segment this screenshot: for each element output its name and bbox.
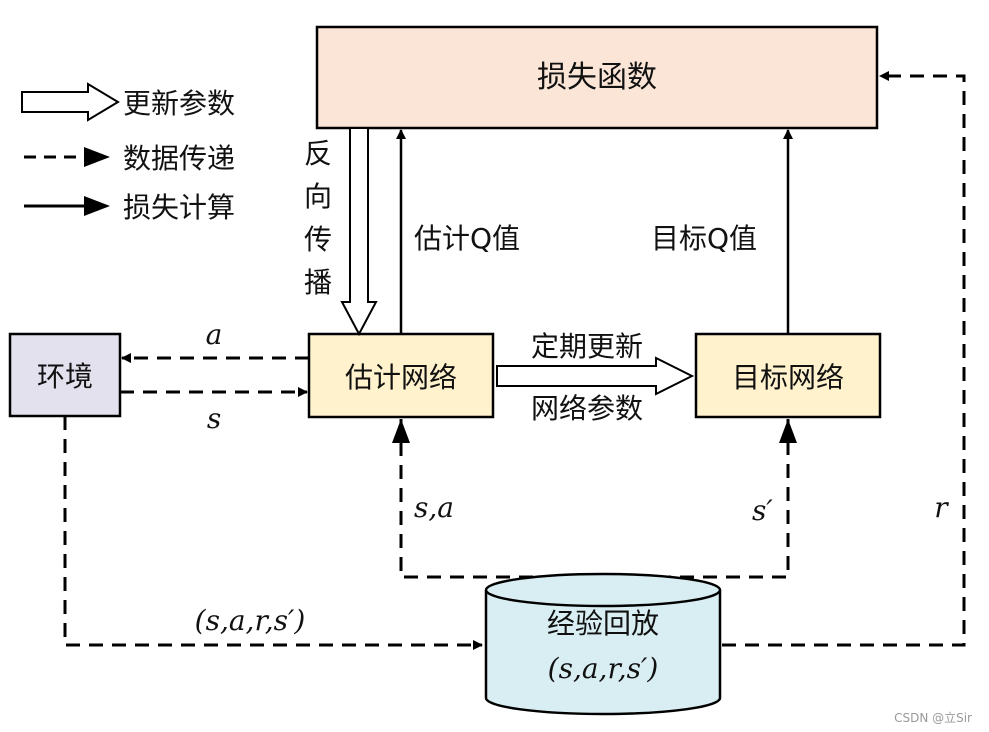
reward-arrow bbox=[722, 71, 966, 647]
loss-calc-legend-icon bbox=[24, 196, 110, 216]
target-network-box bbox=[694, 332, 882, 419]
estimate-network-box bbox=[307, 332, 495, 419]
legend-loss-calc: 损失计算 bbox=[123, 191, 235, 224]
sample-to-estimate-arrowhead bbox=[392, 419, 410, 443]
backprop-label: 反 向 传 播 bbox=[304, 137, 332, 299]
legend-data-transfer: 数据传递 bbox=[123, 142, 235, 175]
replay-buffer-cylinder bbox=[484, 572, 722, 716]
replay-tuple: (s,a,r,s′) bbox=[548, 652, 659, 685]
loss-function-box bbox=[315, 25, 879, 130]
legend: 更新参数 数据传递 损失计算 bbox=[21, 82, 235, 224]
action-label: a bbox=[206, 318, 223, 351]
environment-label: 环境 bbox=[37, 360, 93, 393]
sample-to-target-arrowhead bbox=[779, 419, 797, 443]
svg-text:反: 反 bbox=[304, 137, 332, 170]
target-network-label: 目标网络 bbox=[732, 361, 844, 394]
watermark: CSDN @立Sir bbox=[894, 710, 972, 725]
periodic-update-label-1: 定期更新 bbox=[531, 330, 643, 363]
svg-text:向: 向 bbox=[304, 180, 332, 213]
svg-text:传: 传 bbox=[304, 223, 332, 256]
data-transfer-legend-icon bbox=[24, 147, 110, 167]
next-state-label: s′ bbox=[752, 494, 773, 527]
transition-label: (s,a,r,s′) bbox=[195, 604, 306, 637]
transition-arrow bbox=[63, 416, 483, 650]
update-params-legend-icon bbox=[21, 82, 120, 122]
state-label: s bbox=[207, 402, 221, 435]
sampling-loop-line bbox=[399, 419, 790, 579]
loss-function-label: 损失函数 bbox=[537, 60, 657, 95]
periodic-update-arrow bbox=[496, 356, 695, 396]
estimate-network-label: 估计网络 bbox=[345, 361, 457, 394]
estimate-q-label: 估计Q值 bbox=[414, 222, 520, 255]
periodic-update-label-2: 网络参数 bbox=[531, 392, 643, 425]
legend-update-params: 更新参数 bbox=[123, 87, 235, 120]
environment-box bbox=[8, 332, 122, 418]
target-q-label: 目标Q值 bbox=[651, 222, 757, 255]
svg-text:播: 播 bbox=[304, 266, 332, 299]
state-action-label: s,a bbox=[414, 491, 454, 524]
backprop-arrow bbox=[340, 127, 378, 337]
reward-label: r bbox=[934, 491, 949, 524]
replay-title: 经验回放 bbox=[547, 607, 659, 640]
